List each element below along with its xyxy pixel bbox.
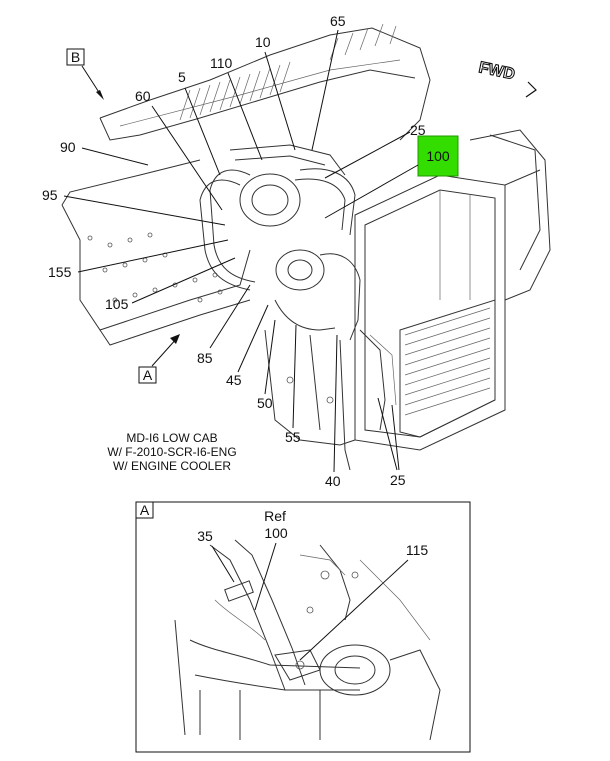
callout-95: 95 [42, 187, 58, 203]
turbo-assembly [199, 144, 361, 341]
configuration-caption: MD-I6 LOW CAB W/ F-2010-SCR-I6-ENG W/ EN… [107, 431, 236, 473]
detail-callout-35: 35 [197, 528, 213, 544]
fwd-label: FWD [477, 59, 516, 83]
lower-brackets [264, 329, 397, 471]
detail-frame [135, 501, 471, 753]
callout-105: 105 [105, 296, 129, 312]
callouts: 65 10 110 5 60 25 90 95 155 105 85 45 50… [42, 13, 426, 489]
callout-10: 10 [255, 34, 271, 50]
fwd-indicator: FWD [477, 59, 537, 98]
view-b-marker: B [66, 48, 104, 100]
detail-label: A [140, 502, 150, 518]
callout-90: 90 [60, 139, 76, 155]
callout-25-top: 25 [410, 122, 426, 138]
callout-60: 60 [135, 88, 151, 104]
callout-25-bottom: 25 [390, 472, 406, 488]
detail-callout-100: 100 [264, 525, 288, 541]
caption-line-2: W/ F-2010-SCR-I6-ENG [107, 445, 236, 459]
cowl-slots [179, 23, 397, 121]
view-a-marker: A [138, 334, 180, 384]
callout-55: 55 [285, 429, 301, 445]
callout-65: 65 [330, 13, 346, 29]
caption-line-1: MD-I6 LOW CAB [126, 431, 217, 445]
callout-85: 85 [197, 350, 213, 366]
fwd-arrow-icon [525, 81, 537, 98]
highlight-100: 100 [324, 135, 459, 219]
view-a-arrow-icon [170, 334, 180, 344]
detail-view-a: A Ref 100 35 115 [135, 501, 471, 753]
callout-50: 50 [257, 395, 273, 411]
main-engine-illustration [61, 23, 551, 471]
callout-110: 110 [210, 55, 233, 71]
detail-callout-115: 115 [406, 542, 429, 558]
view-b-label: B [71, 49, 80, 65]
highlight-100-label: 100 [426, 148, 450, 164]
view-a-label: A [143, 367, 153, 383]
callout-45: 45 [226, 372, 242, 388]
callout-40: 40 [325, 473, 341, 489]
detail-illustration [174, 539, 441, 741]
caption-line-3: W/ ENGINE COOLER [113, 459, 231, 473]
detail-ref-word: Ref [264, 508, 286, 524]
view-b-arrow-icon [96, 90, 104, 100]
callout-5: 5 [178, 69, 186, 85]
callout-155: 155 [48, 264, 72, 280]
frame-rail [61, 159, 251, 346]
